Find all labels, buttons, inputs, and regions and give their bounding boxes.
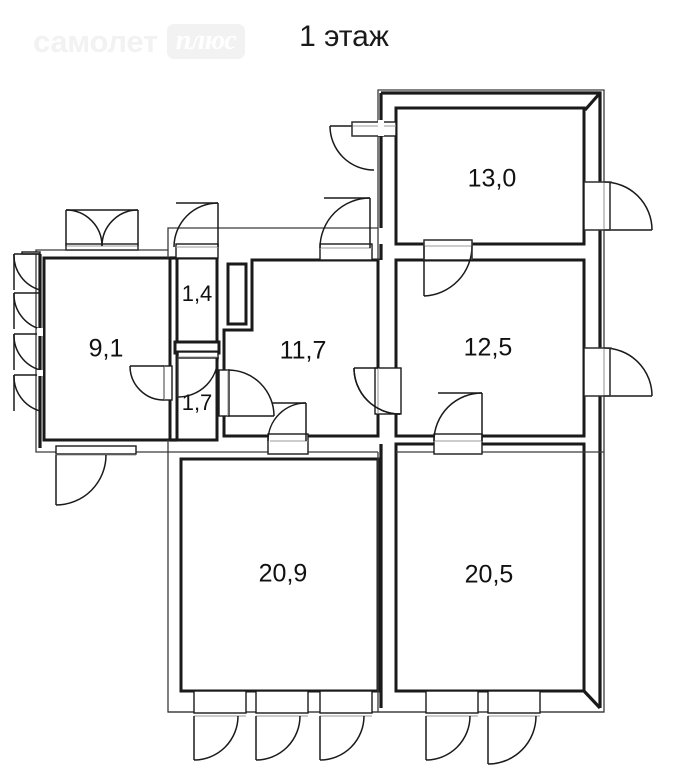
door-top-9-1-right	[65, 209, 139, 251]
room-20-5-area: 20,5	[465, 561, 514, 589]
room-12-5-area: 12,5	[464, 334, 513, 362]
room-9-1: 9,1	[42, 256, 172, 442]
door-1-7	[177, 351, 219, 398]
door-left-3	[13, 333, 41, 371]
door-13-0-bottom	[423, 239, 473, 297]
door-bottom-3	[319, 690, 373, 761]
door-corridor-13-0	[329, 120, 397, 171]
room-20-9-area: 20,9	[259, 560, 308, 588]
room-1-4: 1,4	[175, 256, 219, 344]
door-1-4-top	[173, 202, 219, 259]
room-11-7-area: 11,7	[280, 337, 327, 365]
room-1-7: 1,7	[175, 350, 219, 442]
door-left-2	[13, 292, 41, 330]
door-bottom-2	[255, 690, 309, 761]
door-11-7-bottom	[267, 402, 309, 455]
door-bottom-5	[487, 690, 541, 765]
door-left-4	[13, 374, 41, 412]
door-bottom-9-1	[55, 445, 137, 506]
room-13-0: 13,0	[394, 106, 586, 246]
room-20-9: 20,9	[179, 457, 380, 693]
room-1-7-area: 1,7	[182, 390, 213, 415]
room-1-4-area: 1,4	[182, 281, 213, 306]
door-left-1	[13, 251, 41, 291]
door-12-5-bottom	[433, 392, 483, 455]
room-20-5: 20,5	[394, 442, 586, 693]
room-9-1-area: 9,1	[89, 335, 124, 363]
page-title: 1 этаж	[299, 20, 389, 53]
door-9-1-right	[129, 365, 173, 401]
outer-walls	[38, 91, 604, 713]
building-outline	[35, 89, 605, 713]
door-bottom-1	[193, 690, 247, 761]
door-12-5-right	[583, 347, 653, 397]
door-11-7-top	[319, 197, 373, 261]
door-13-0-right	[583, 181, 653, 231]
left-wall-openings	[37, 328, 43, 376]
room-11-7: 11,7	[222, 258, 380, 438]
door-bottom-4	[425, 690, 479, 761]
door-11-7-left	[218, 369, 275, 417]
room-13-0-area: 13,0	[468, 165, 517, 193]
door-11-7-right	[353, 367, 402, 415]
